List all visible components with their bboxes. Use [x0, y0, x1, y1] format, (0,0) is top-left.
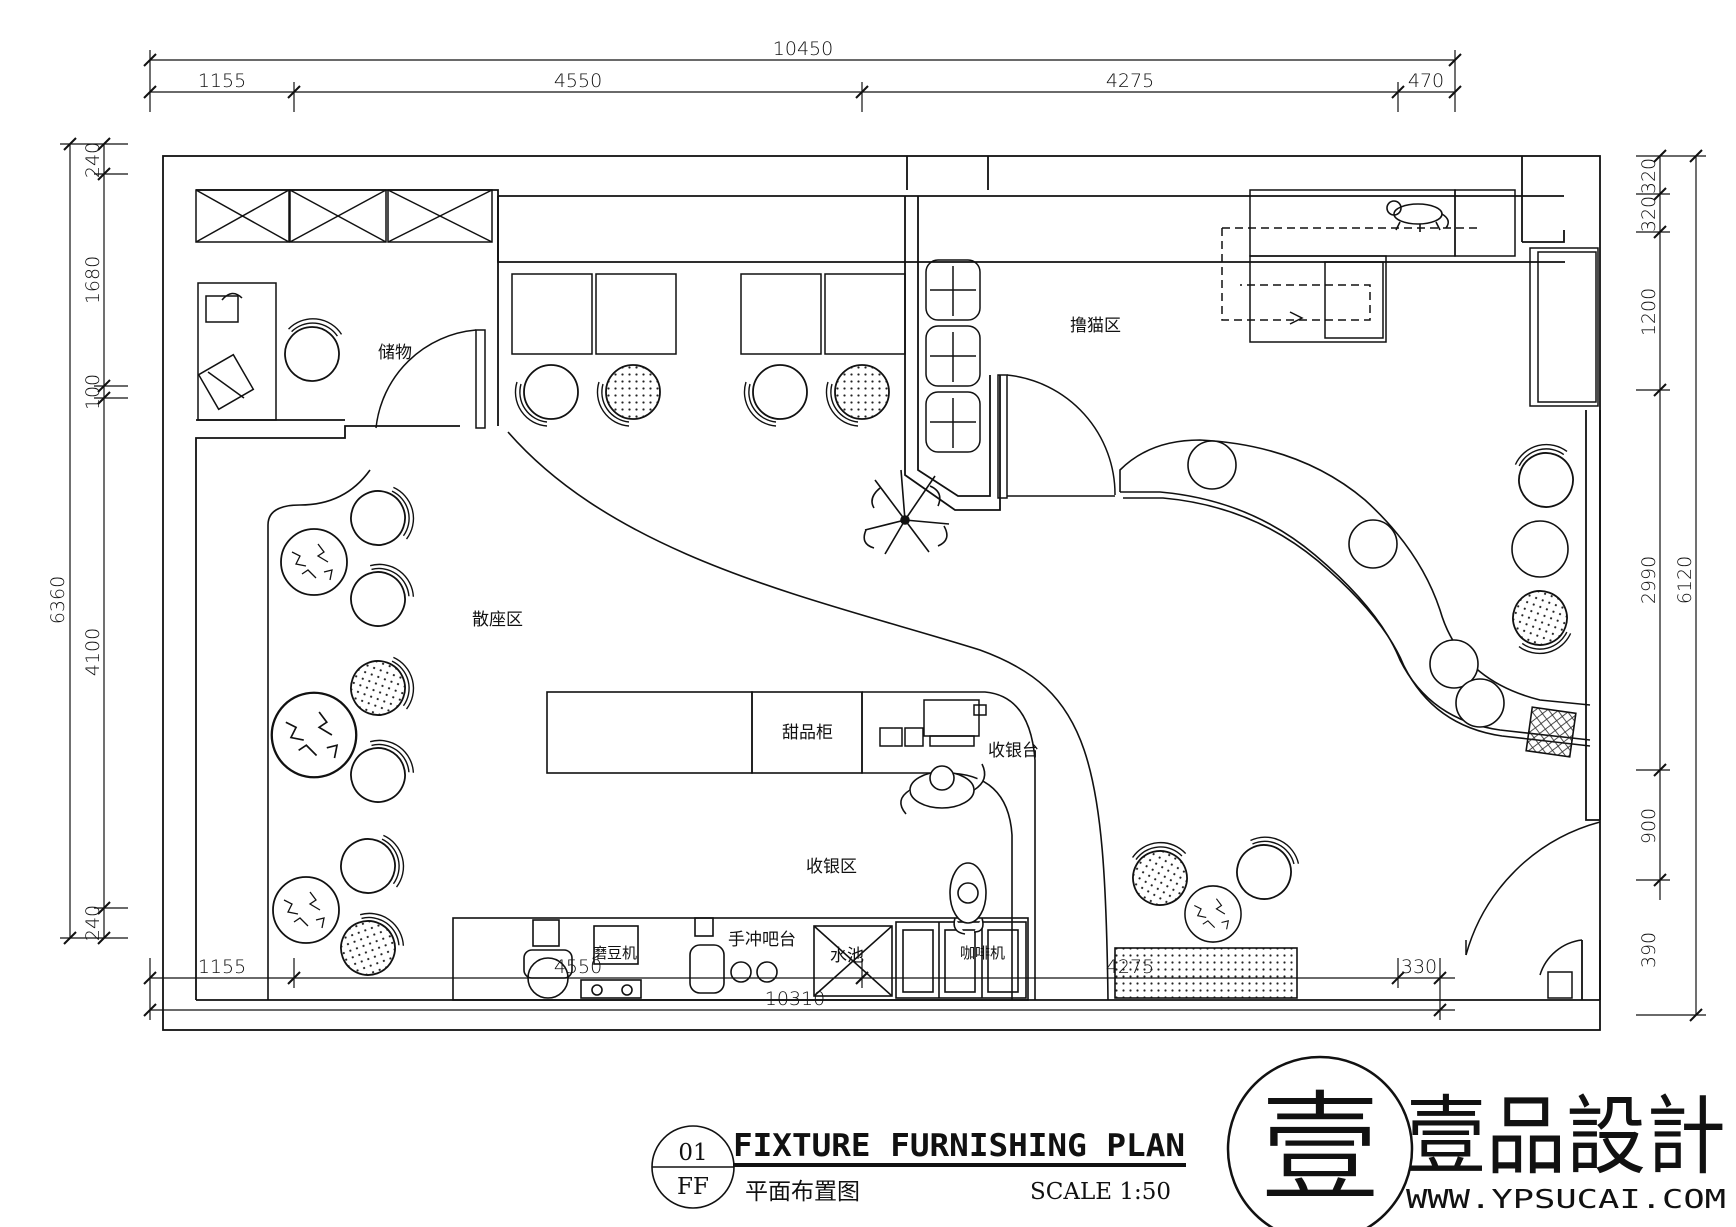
top-tables	[511, 273, 906, 355]
title-sheet: FF	[677, 1174, 709, 1200]
dim-right-seg-3: 1200	[1638, 288, 1660, 336]
label-dessert-cabinet: 甜品柜	[782, 723, 833, 743]
br-chair-2	[1222, 823, 1310, 910]
title-number: 01	[678, 1140, 707, 1166]
cat-icon	[1386, 200, 1450, 232]
cat-area-door	[997, 374, 1116, 499]
dim-right-total: 6120	[1674, 556, 1696, 604]
dim-top-total: 10450	[773, 38, 833, 60]
dim-left-total: 6360	[47, 576, 69, 624]
top-chair-4	[825, 364, 890, 427]
left-table-3	[272, 876, 340, 944]
dim-left-seg-2: 1680	[82, 256, 104, 304]
left-table-2	[270, 691, 358, 779]
dim-bottom-total: 10310	[765, 988, 825, 1010]
dim-right-seg-1: 320	[1638, 158, 1660, 194]
brand-logo: 壹 壹品設計 WWW.YPSUCAI.COM	[1226, 1055, 1726, 1227]
left-chair-3	[342, 645, 424, 727]
label-coffee-machine: 咖啡机	[960, 944, 1005, 962]
logo-glyph: 壹	[1260, 1080, 1380, 1219]
left-chair-2	[340, 553, 422, 635]
top-chair-1	[514, 364, 579, 427]
dim-right-seg-6: 390	[1638, 932, 1660, 968]
cat-cabinet	[925, 259, 981, 453]
seating-left-edge	[267, 469, 371, 1000]
storage-room	[195, 189, 493, 421]
dessert-counter	[546, 691, 1036, 1000]
dimension-left	[60, 137, 128, 945]
cushion	[1525, 706, 1577, 758]
dimension-top	[143, 50, 1462, 112]
dim-right-seg-2: 320	[1638, 196, 1660, 232]
dim-left-seg-4: 4100	[82, 628, 104, 676]
left-chair-6	[330, 902, 412, 984]
dim-bottom-seg-4: 330	[1401, 956, 1437, 978]
logo-name: 壹品設計	[1406, 1087, 1726, 1187]
plan-scale: SCALE 1:50	[1030, 1179, 1171, 1205]
dim-left-seg-1: 240	[82, 142, 104, 178]
top-chair-3	[743, 364, 808, 427]
storage-door	[375, 329, 486, 429]
seating-curve	[507, 431, 1109, 1001]
cash-register	[879, 699, 987, 747]
cat-shelf	[1221, 189, 1516, 343]
dim-left-seg-3: 100	[82, 374, 104, 410]
label-sink: 水池	[830, 946, 864, 966]
right-chair-2	[1501, 582, 1583, 664]
title-block	[651, 1125, 1186, 1209]
label-pour-over-bar: 手冲吧台	[728, 930, 796, 950]
entry-door	[1465, 821, 1601, 999]
floor-mat	[1114, 947, 1298, 999]
left-chair-5	[332, 823, 414, 905]
left-chair-1	[342, 475, 424, 557]
person-cashier	[900, 763, 986, 815]
dim-top-seg-1: 1155	[198, 70, 246, 92]
label-storage: 储物	[378, 343, 412, 363]
dim-right-seg-5: 900	[1638, 808, 1660, 844]
window-shelf-right	[1529, 247, 1599, 407]
plan-subtitle: 平面布置图	[745, 1179, 860, 1205]
dim-top-seg-4: 470	[1408, 70, 1444, 92]
back-bar	[452, 917, 1029, 1001]
top-chair-2	[596, 364, 661, 427]
label-cashier-counter: 收银台	[988, 741, 1039, 761]
plant-icon	[863, 469, 950, 555]
dim-left-seg-5: 240	[82, 905, 104, 941]
person-barista	[949, 862, 987, 935]
label-grinder: 磨豆机	[592, 944, 637, 962]
right-table	[1511, 520, 1569, 578]
dim-right-seg-4: 2990	[1638, 556, 1660, 604]
storage-chair	[267, 304, 357, 393]
label-seating-area: 散座区	[472, 610, 523, 630]
br-table	[1184, 885, 1242, 943]
logo-url: WWW.YPSUCAI.COM	[1406, 1185, 1726, 1215]
plan-title: FIXTURE FURNISHING PLAN	[733, 1128, 1185, 1164]
dim-bottom-seg-2: 4550	[554, 956, 602, 978]
bar-stools	[1187, 440, 1505, 728]
dim-bottom-seg-1: 1155	[198, 956, 246, 978]
left-table-1	[280, 528, 348, 596]
dimension-right	[1636, 149, 1706, 1022]
label-cat-area: 撸猫区	[1070, 316, 1121, 336]
dim-top-seg-2: 4550	[554, 70, 602, 92]
dim-top-seg-3: 4275	[1106, 70, 1154, 92]
label-cashier-area: 收银区	[806, 857, 857, 877]
right-chair-1	[1503, 434, 1585, 516]
